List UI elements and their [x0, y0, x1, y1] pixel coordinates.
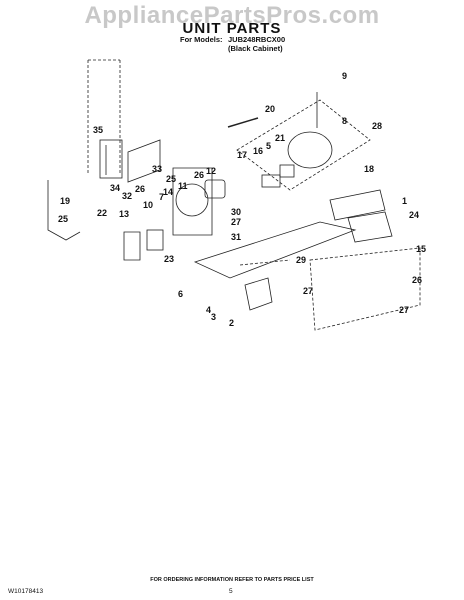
callout-23: 23	[164, 254, 174, 264]
models-block: For Models: JUB248RBCX00 (Black Cabinet)	[180, 35, 285, 53]
part-10-plate	[146, 229, 164, 251]
callout-20: 20	[265, 104, 275, 114]
callout-26: 26	[412, 275, 422, 285]
callout-17: 17	[237, 150, 247, 160]
callout-31: 31	[231, 232, 241, 242]
callout-9: 9	[342, 71, 347, 81]
cabinet-color: (Black Cabinet)	[228, 44, 283, 53]
callout-11: 11	[178, 181, 188, 191]
part-35	[99, 139, 123, 179]
part-1-pan	[329, 189, 386, 221]
callout-12: 12	[206, 166, 216, 176]
callout-5: 5	[266, 141, 271, 151]
part-5-overload	[279, 164, 295, 178]
document-number: W10178413	[8, 588, 44, 595]
part-11-shroud	[172, 167, 213, 236]
callout-27: 27	[303, 286, 313, 296]
callout-16: 16	[253, 146, 263, 156]
callout-30: 30	[231, 207, 241, 217]
callout-13: 13	[119, 209, 129, 219]
part-6-tray	[193, 221, 357, 279]
callout-10: 10	[143, 200, 153, 210]
page-number: 5	[229, 588, 233, 595]
part-2-box	[244, 277, 273, 311]
callout-28: 28	[372, 121, 382, 131]
callout-labels: 9 20 8 28 21 5 17 16 35 18 26 12 33 25 1…	[58, 71, 426, 328]
callout-24: 24	[409, 210, 419, 220]
part-24-pad	[347, 211, 393, 243]
part-13-valve	[123, 231, 141, 261]
callout-7: 7	[159, 192, 164, 202]
page-title: UNIT PARTS	[182, 20, 282, 37]
callout-2: 2	[229, 318, 234, 328]
callout-26: 26	[135, 184, 145, 194]
callout-26: 26	[194, 170, 204, 180]
callout-1: 1	[402, 196, 407, 206]
ordering-info: FOR ORDERING INFORMATION REFER TO PARTS …	[150, 577, 314, 583]
callout-27: 27	[399, 305, 409, 315]
callout-22: 22	[97, 208, 107, 218]
callout-35: 35	[93, 125, 103, 135]
callout-33: 33	[152, 164, 162, 174]
callout-3: 3	[211, 312, 216, 322]
callout-34: 34	[110, 183, 120, 193]
callout-14: 14	[163, 187, 173, 197]
cabinet-outline-2	[88, 59, 121, 175]
callout-25: 25	[166, 174, 176, 184]
part-8-compressor	[287, 131, 333, 169]
callout-29: 29	[296, 255, 306, 265]
callout-8: 8	[342, 116, 347, 126]
model-number: JUB248RBCX00	[228, 35, 286, 44]
callout-18: 18	[364, 164, 374, 174]
part-11-fan-opening	[175, 183, 209, 217]
part-15-grille	[309, 247, 421, 331]
callout-27: 27	[231, 217, 241, 227]
part-12-motor	[204, 179, 226, 199]
part-32-bracket	[127, 139, 161, 183]
part-19-tube	[47, 180, 81, 241]
models-label: For Models:	[180, 35, 223, 44]
callout-19: 19	[60, 196, 70, 206]
part-16-relay	[261, 174, 281, 188]
callout-25: 25	[58, 214, 68, 224]
callout-32: 32	[122, 191, 132, 201]
callout-4: 4	[206, 305, 211, 315]
callout-21: 21	[275, 133, 285, 143]
callout-6: 6	[178, 289, 183, 299]
callout-15: 15	[416, 244, 426, 254]
part-28-plate	[236, 99, 371, 191]
watermark-text: AppliancePartsPros.com	[84, 2, 380, 29]
